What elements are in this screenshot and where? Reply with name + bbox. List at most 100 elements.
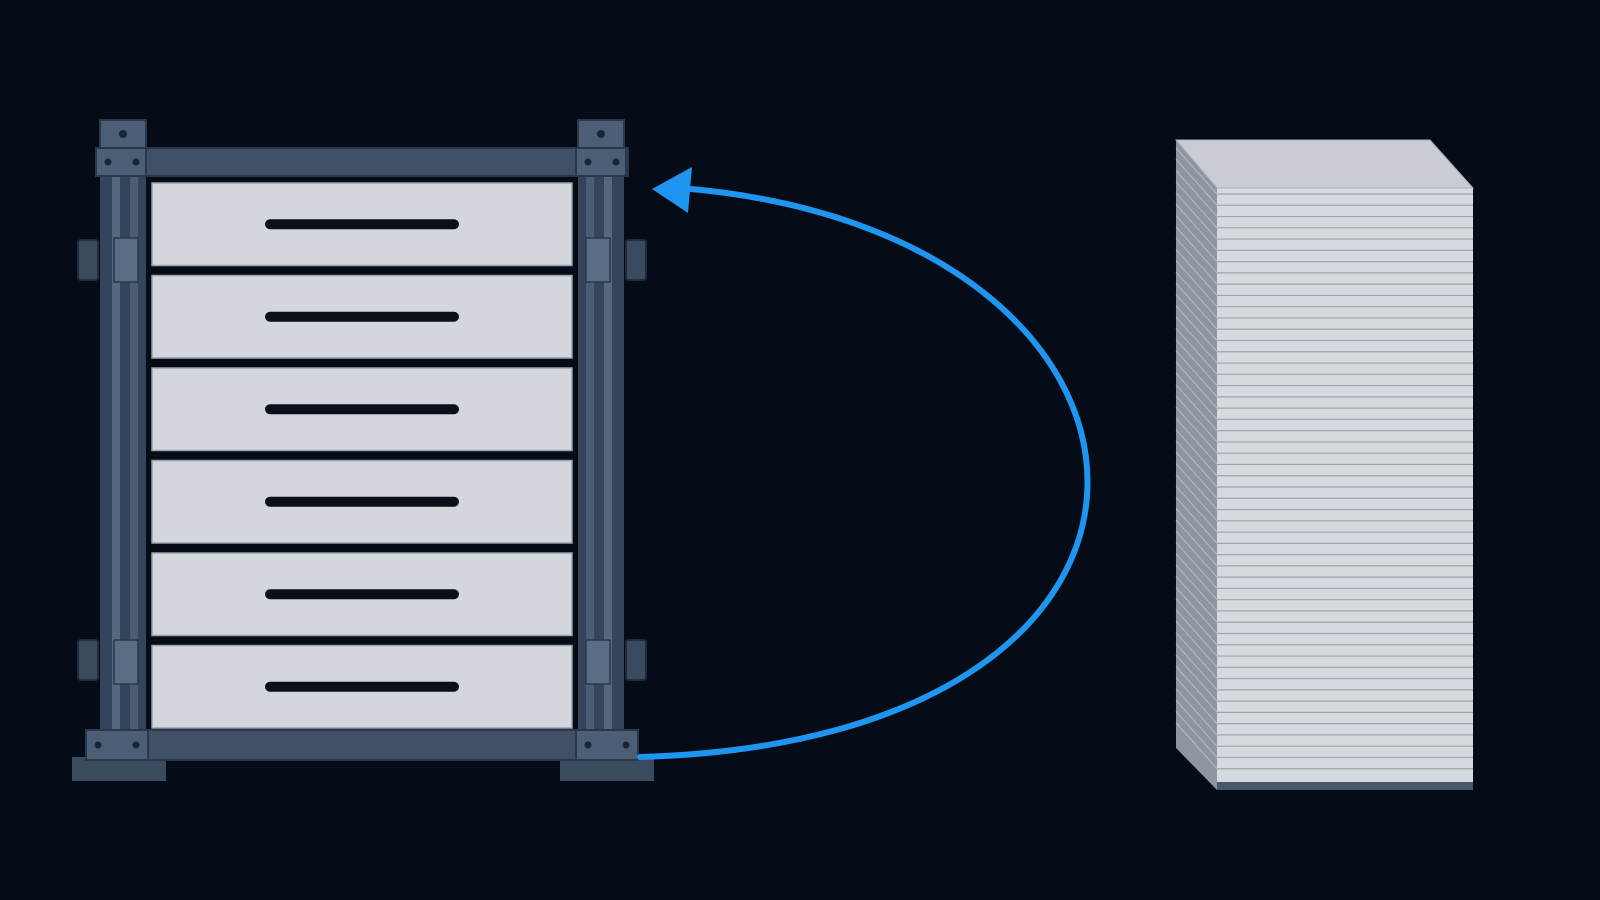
arrow-curve — [637, 185, 1091, 760]
rack-knob-left-top — [77, 239, 99, 281]
sheet-side-edge — [1175, 260, 1218, 308]
sheet-side-edge — [1175, 688, 1218, 736]
rack-drawers — [151, 182, 573, 729]
sheet-side-edge — [1175, 508, 1218, 555]
sheet-side-edge — [1175, 339, 1218, 386]
sheet-side-edge — [1175, 632, 1218, 679]
drawer-rack-icon — [72, 119, 654, 781]
drawer-handle — [265, 219, 459, 230]
sheet-side-edge — [1175, 316, 1218, 364]
sheet-side-edge — [1175, 406, 1218, 454]
sheet-side-edge — [1175, 722, 1218, 770]
drawer-handle — [265, 681, 459, 692]
sheet-side-edge — [1175, 271, 1218, 319]
sheet-side-edge — [1175, 204, 1218, 251]
sheet-side-edge — [1175, 542, 1218, 589]
sheet-side-edge — [1175, 485, 1218, 533]
stack-side-face — [1176, 140, 1217, 790]
sheet-side-edge — [1175, 170, 1218, 217]
drawer — [151, 182, 573, 267]
sheet-side-edge — [1175, 598, 1218, 646]
bolt — [94, 741, 102, 749]
sheet-side-edge — [1175, 294, 1218, 341]
rack-clamp — [113, 639, 139, 685]
rack-clamp — [113, 237, 139, 283]
sheet-side-edge — [1175, 237, 1218, 285]
rack-bottom-beam — [85, 729, 639, 761]
drawer-handle — [265, 311, 459, 322]
drawer — [151, 274, 573, 359]
drawer-handle — [265, 404, 459, 415]
rack-rail-right-inner — [586, 175, 594, 735]
drawer-handle — [265, 496, 459, 507]
drawer — [151, 644, 573, 729]
sheet-side-edge — [1175, 373, 1218, 420]
sheet-side-edge — [1175, 519, 1218, 567]
sheet-side-edge — [1175, 463, 1218, 510]
rack-top-beam — [95, 147, 629, 177]
sheet-side-edge — [1175, 361, 1218, 409]
sheet-side-edge — [1175, 643, 1218, 691]
rack-knob-right-bottom — [625, 639, 647, 681]
bolt — [132, 741, 140, 749]
sheet-side-edge — [1175, 350, 1218, 398]
drawer — [151, 552, 573, 637]
rack-clamp — [585, 639, 611, 685]
rack-corner-plate-top-right — [575, 147, 627, 177]
sheet-side-edge — [1175, 395, 1218, 443]
sheet-side-edge — [1175, 711, 1218, 758]
sheet-side-edge — [1175, 384, 1218, 431]
stack-front-face — [1217, 188, 1473, 790]
sheet-side-edge — [1175, 181, 1218, 229]
drawer-handle — [265, 589, 459, 600]
bolt — [584, 741, 592, 749]
bolt — [104, 158, 112, 166]
sheet-side-edge — [1175, 429, 1218, 477]
sheet-side-edge — [1175, 440, 1218, 488]
bolt — [622, 741, 630, 749]
sheet-side-edge — [1175, 530, 1218, 578]
sheet-side-edge — [1175, 226, 1218, 274]
sheet-side-edge — [1175, 451, 1218, 499]
bolt — [132, 158, 140, 166]
sheet-side-edge — [1175, 327, 1218, 375]
stack-top-face — [1174, 139, 1475, 189]
sheet-side-edge — [1175, 677, 1218, 724]
rack-rail-left-inner — [130, 175, 138, 735]
sheet-side-edge — [1175, 215, 1218, 262]
sheet-side-edge — [1175, 474, 1218, 522]
stack-base — [1217, 782, 1473, 790]
sheet-side-edge — [1175, 587, 1218, 634]
rack-clamp — [585, 237, 611, 283]
drawer — [151, 367, 573, 452]
sheet-side-edge — [1175, 418, 1218, 465]
sheet-side-edge — [1175, 282, 1218, 330]
sheet-side-edge — [1175, 620, 1218, 668]
sheet-side-edge — [1175, 249, 1218, 296]
sheet-side-edge — [1175, 497, 1218, 544]
sheet-side-edge — [1175, 553, 1218, 601]
rack-knob-right-top — [625, 239, 647, 281]
rack-bolts — [94, 130, 630, 749]
rack-rail-left-outer — [112, 175, 120, 735]
sheet-side-edge — [1175, 158, 1218, 206]
bolt — [584, 158, 592, 166]
curved-arrow-icon — [637, 167, 1091, 760]
arrow-head — [652, 167, 692, 213]
sheet-side-edge — [1175, 699, 1218, 747]
sheet-side-edge — [1175, 609, 1218, 657]
sheet-side-edge — [1175, 305, 1218, 353]
rack-knob-left-bottom — [77, 639, 99, 681]
sheet-side-edge — [1175, 575, 1218, 623]
bolt — [597, 130, 605, 138]
stack-sheet-lines — [1175, 147, 1473, 770]
sheet-side-edge — [1175, 147, 1218, 195]
bolt — [612, 158, 620, 166]
drawer — [151, 459, 573, 544]
sheet-side-edge — [1175, 654, 1218, 702]
sheet-side-edge — [1175, 564, 1218, 612]
paper-stack-icon — [1174, 139, 1475, 790]
bolt — [119, 130, 127, 138]
sheet-side-edge — [1175, 192, 1218, 240]
